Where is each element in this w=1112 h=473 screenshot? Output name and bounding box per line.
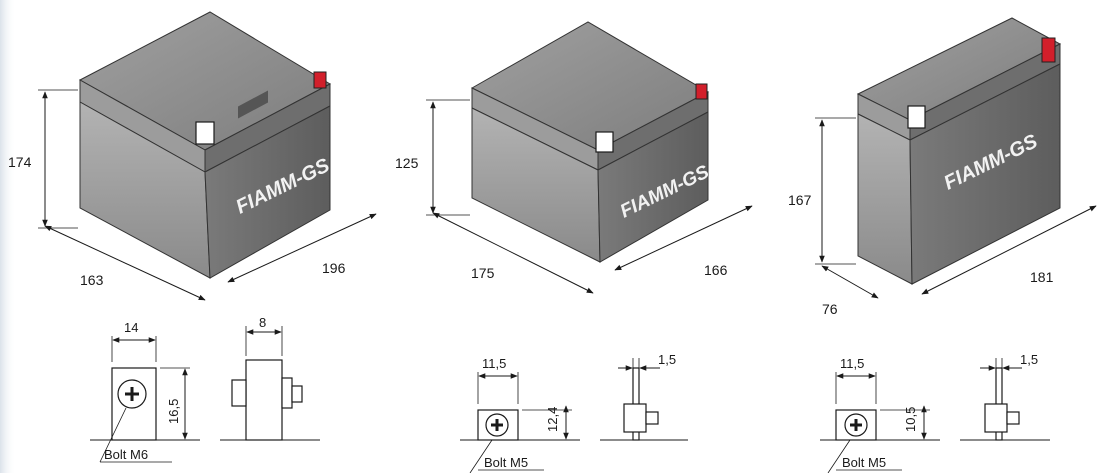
- terminal-1-bolt-cross: [125, 387, 139, 401]
- battery-3-front-face: [857, 113, 913, 285]
- battery-2-width-line: [614, 205, 753, 271]
- terminal-3-bolt-cross: [850, 419, 862, 431]
- battery-2-length-line: [432, 212, 594, 294]
- terminal-3-bolt-label: Bolt M5: [842, 455, 886, 470]
- battery-3-height-label: 167: [788, 192, 812, 208]
- battery-2-height-label: 125: [395, 155, 419, 171]
- battery-1-length-label: 163: [80, 272, 104, 288]
- battery-3-width-line: [921, 205, 1097, 295]
- terminal-1-bolt-label: Bolt M6: [104, 447, 148, 462]
- terminal-1-thickness-label: 8: [259, 315, 266, 330]
- battery-3-width-label: 181: [1030, 269, 1054, 285]
- battery-3-length-label: 76: [822, 301, 838, 317]
- battery-2-positive-terminal: [695, 83, 708, 100]
- battery-3-positive-terminal: [1041, 37, 1056, 63]
- battery-2-width-label: 166: [704, 262, 728, 278]
- battery-1: FIAMM-GS 174 163 196: [8, 11, 377, 301]
- terminal-1-side-plate: [245, 359, 283, 441]
- battery-2: FIAMM-GS 125 175 166: [395, 21, 753, 294]
- battery-1-length-line: [44, 225, 206, 301]
- terminal-3-width-label: 11,5: [840, 356, 864, 371]
- terminal-2-side-view: 1,5: [600, 352, 688, 441]
- battery-1-positive-terminal: [313, 71, 327, 89]
- terminal-1-height-label: 16,5: [166, 399, 181, 424]
- terminal-3-height-label: 10,5: [903, 407, 918, 432]
- battery-2-length-label: 175: [471, 265, 495, 281]
- terminal-3-front-view: 11,5 10,5 Bolt M5: [820, 356, 940, 473]
- battery-3-length-line: [821, 265, 879, 299]
- terminal-2-front-view: 11,5 12,4 Bolt M5: [460, 356, 580, 473]
- terminal-2-thickness-label: 1,5: [658, 352, 676, 367]
- terminal-2-width-label: 11,5: [482, 356, 506, 371]
- terminal-3-thickness-label: 1,5: [1020, 352, 1038, 367]
- terminal-1-front-view: 14 16,5 Bolt M6: [90, 320, 200, 463]
- battery-1-negative-terminal: [195, 121, 215, 145]
- battery-3: FIAMM-GS 167 76 181: [788, 17, 1097, 317]
- terminal-2-bolt-label: Bolt M5: [484, 455, 528, 470]
- terminal-1-width-label: 14: [124, 320, 138, 335]
- battery-3-negative-terminal: [907, 105, 926, 129]
- terminal-1-side-view: 8: [220, 315, 320, 441]
- terminal-2-bolt-cross: [491, 419, 503, 431]
- terminal-2-height-label: 12,4: [545, 407, 560, 432]
- battery-1-width-label: 196: [322, 260, 346, 276]
- battery-1-vent: [238, 90, 268, 119]
- page-edge-shade: [0, 0, 16, 473]
- battery-2-negative-terminal: [595, 131, 614, 153]
- battery-1-height-label: 174: [8, 154, 32, 170]
- battery-1-width-line: [227, 213, 377, 283]
- terminal-3-side-view: 1,5: [960, 352, 1050, 441]
